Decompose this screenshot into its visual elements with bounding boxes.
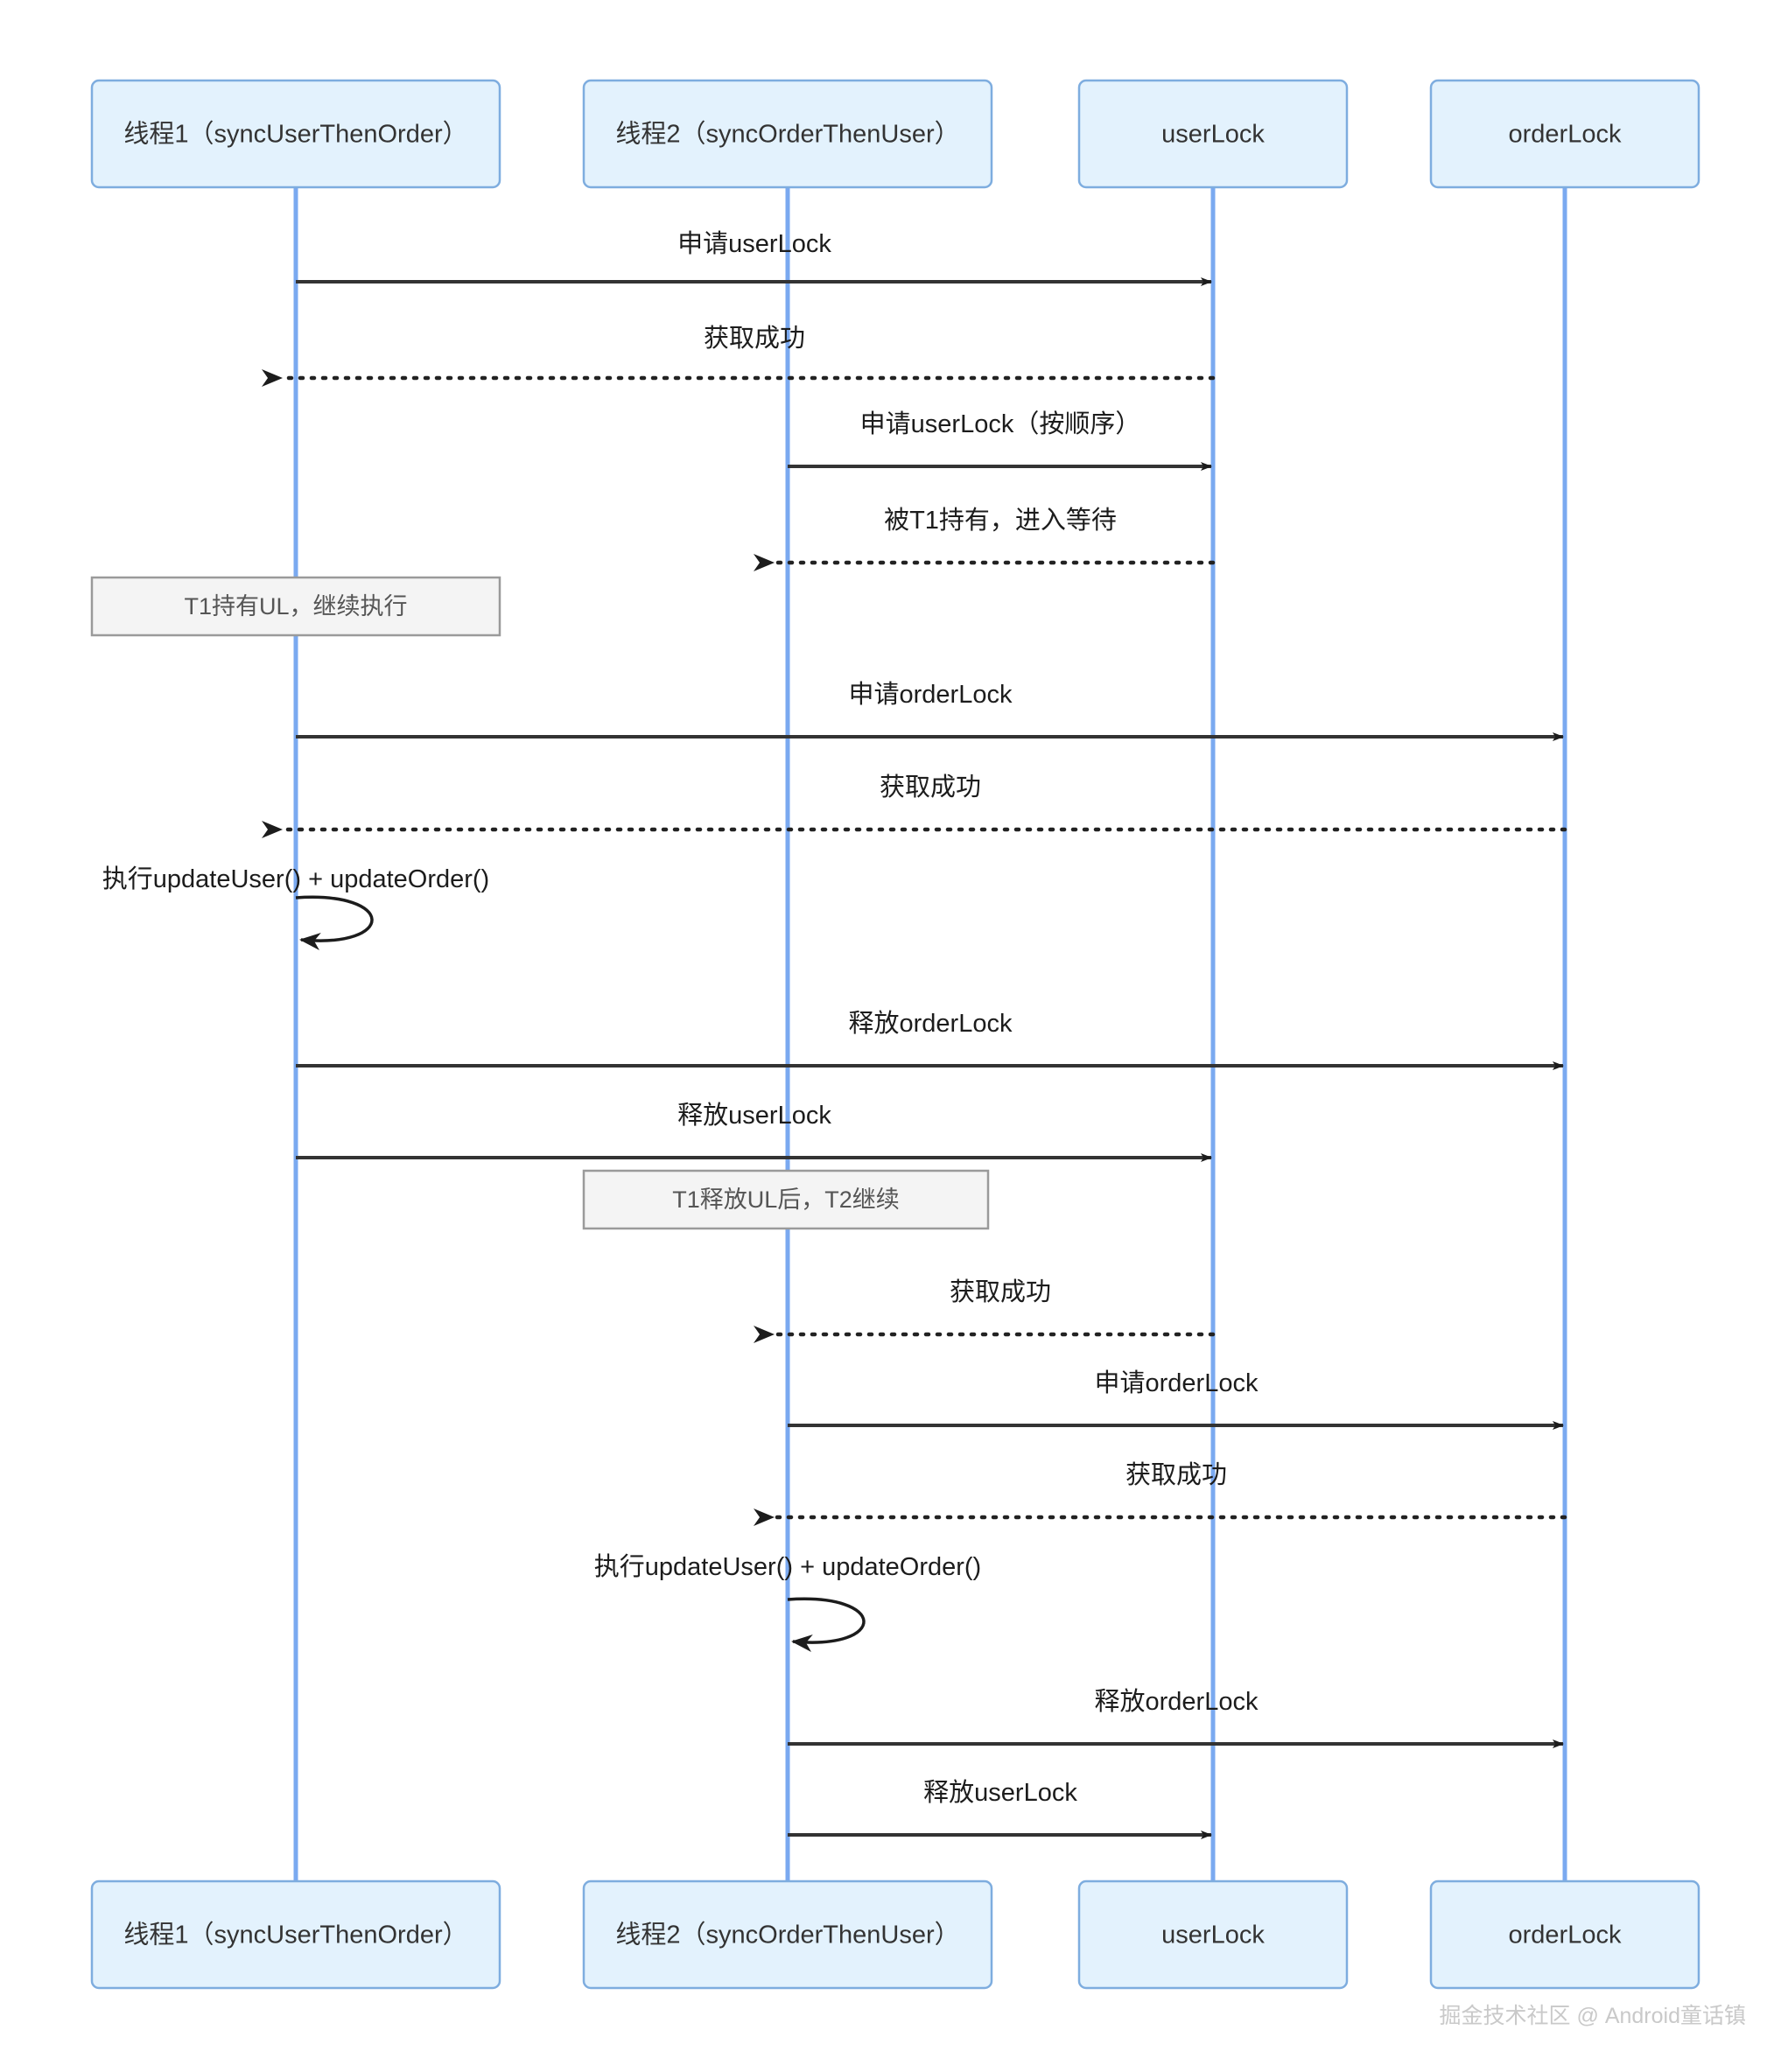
note-label-2: T1释放UL后，T2继续 bbox=[672, 1186, 900, 1213]
participant-box-top-t2[interactable] bbox=[582, 79, 993, 189]
message-label-8: 释放orderLock bbox=[849, 1009, 1013, 1038]
note-label-1: T1持有UL，继续执行 bbox=[184, 593, 407, 620]
note-box-2[interactable] bbox=[582, 1169, 990, 1230]
participant-label-top-ol: orderLock bbox=[1509, 121, 1622, 149]
participant-label-bottom-t1: 线程1（syncUserThenOrder） bbox=[123, 1921, 467, 1950]
message-label-6: 获取成功 bbox=[880, 773, 981, 802]
note-box-1[interactable] bbox=[90, 576, 501, 637]
participant-box-bottom-ul[interactable] bbox=[1077, 1880, 1349, 1990]
message-label-4: 被T1持有，进入等待 bbox=[884, 506, 1117, 535]
message-label-1: 申请userLock bbox=[677, 229, 831, 258]
watermark-label: 掘金技术社区 @ Android童话镇 bbox=[1440, 2004, 1746, 2028]
message-label-12: 获取成功 bbox=[1125, 1460, 1227, 1489]
message-label-7: 执行updateUser() + updateOrder() bbox=[102, 864, 489, 893]
participant-label-bottom-ul: userLock bbox=[1161, 1922, 1265, 1950]
participant-boxes-group: 线程1（syncUserThenOrder） 线程2（syncOrderThenU… bbox=[90, 79, 1700, 1990]
participant-label-top-t2: 线程2（syncOrderThenUser） bbox=[615, 120, 959, 149]
message-label-10: 获取成功 bbox=[950, 1278, 1051, 1306]
participant-label-bottom-t2: 线程2（syncOrderThenUser） bbox=[615, 1921, 959, 1950]
participant-box-top-ul[interactable] bbox=[1077, 79, 1349, 189]
message-label-15: 释放userLock bbox=[923, 1778, 1077, 1807]
self-message-loop-7 bbox=[295, 895, 374, 950]
participant-box-bottom-t1[interactable] bbox=[90, 1880, 501, 1990]
participant-box-top-ol[interactable] bbox=[1429, 79, 1700, 189]
message-label-14: 释放orderLock bbox=[1095, 1687, 1259, 1716]
message-label-11: 申请orderLock bbox=[1095, 1368, 1259, 1397]
participant-box-bottom-ol[interactable] bbox=[1429, 1880, 1700, 1990]
notes-group: T1持有UL，继续执行 T1释放UL后，T2继续 bbox=[90, 576, 990, 1230]
participant-label-bottom-ol: orderLock bbox=[1509, 1922, 1622, 1950]
self-message-loop-13 bbox=[787, 1597, 866, 1652]
message-label-2: 获取成功 bbox=[704, 324, 805, 353]
participant-box-bottom-t2[interactable] bbox=[582, 1880, 993, 1990]
message-label-13: 执行updateUser() + updateOrder() bbox=[594, 1552, 981, 1581]
message-label-5: 申请orderLock bbox=[849, 680, 1013, 709]
message-label-9: 释放userLock bbox=[677, 1101, 831, 1130]
participant-box-top-t1[interactable] bbox=[90, 79, 501, 189]
participant-label-top-t1: 线程1（syncUserThenOrder） bbox=[123, 120, 467, 149]
participant-label-top-ul: userLock bbox=[1161, 121, 1265, 149]
message-label-3: 申请userLock（按顺序） bbox=[860, 410, 1141, 438]
messages-group: 申请userLock获取成功申请userLock（按顺序）被T1持有，进入等待申… bbox=[102, 229, 1567, 1839]
